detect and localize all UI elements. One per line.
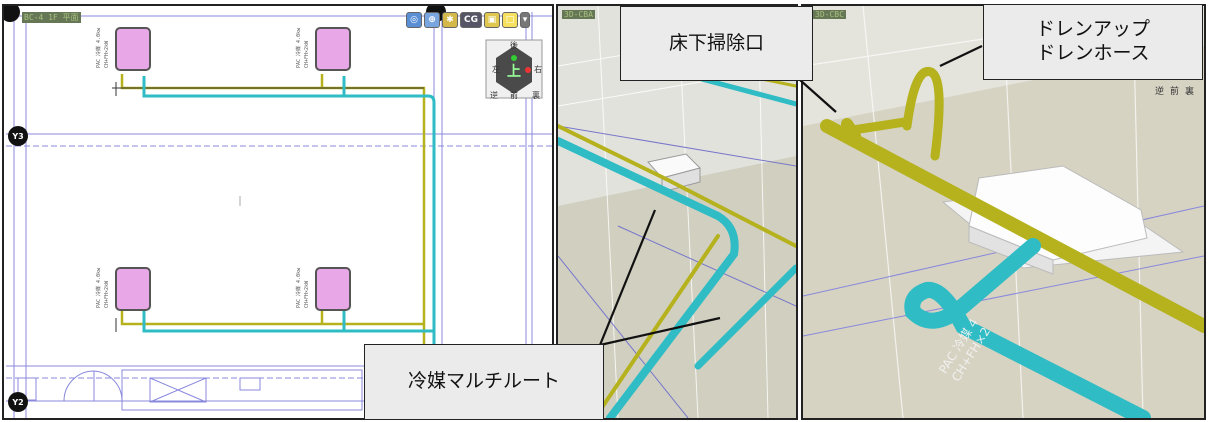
svg-text:CH+FH×2kW: CH+FH×2kW [304, 40, 310, 68]
right-view-tag: 3D-CBC [813, 10, 846, 19]
svg-text:左: 左 [492, 64, 500, 74]
svg-text:CH+FH×2kW: CH+FH×2kW [104, 280, 110, 308]
callout-floor-cleanout: 床下掃除口 [620, 6, 813, 81]
nav-front[interactable]: 前 [1170, 87, 1180, 97]
right-nav-labels: 逆 前 裏 [1155, 84, 1194, 97]
svg-text:上: 上 [507, 64, 521, 80]
callout-drain-up: ドレンアップ ドレンホース [983, 4, 1203, 80]
grid-label-y3: Y3 [8, 126, 28, 146]
plan-view-panel[interactable]: PAC 冷媒 4.0kw CH+FH×2kW PAC 冷媒 4.0kw CH+F… [2, 4, 554, 420]
svg-text:PAC 冷媒 4.0kw: PAC 冷媒 4.0kw [295, 27, 302, 68]
plan-view-tag: BC-4 1F 平面 [22, 12, 81, 23]
svg-text:PAC 冷媒 4.0kw: PAC 冷媒 4.0kw [95, 27, 102, 68]
select-icon[interactable]: □ [502, 12, 518, 28]
svg-text:CH+FH×2kW: CH+FH×2kW [304, 280, 310, 308]
zoom-icon[interactable]: ⊕ [424, 12, 440, 28]
svg-text:右: 右 [534, 64, 542, 74]
grid-marker-corner [4, 6, 20, 22]
gear-icon[interactable]: ✱ [442, 12, 458, 28]
svg-text:前: 前 [510, 90, 518, 100]
nav-back[interactable]: 裏 [1185, 87, 1195, 97]
svg-text:逆: 逆 [490, 90, 498, 100]
svg-text:PAC 冷媒 4.0kw: PAC 冷媒 4.0kw [95, 267, 102, 308]
right-3d-canvas [803, 6, 1204, 418]
nav-reverse[interactable]: 逆 [1155, 87, 1165, 97]
cg-button[interactable]: CG [460, 12, 482, 28]
layer-icon[interactable]: ▣ [484, 12, 500, 28]
svg-text:CH+FH×2kW: CH+FH×2kW [104, 40, 110, 68]
svg-text:裏: 裏 [532, 90, 540, 100]
callout-refrigerant-route: 冷媒マルチルート [364, 344, 604, 420]
svg-text:後: 後 [510, 40, 518, 50]
svg-text:PAC 冷媒 4.0kw: PAC 冷媒 4.0kw [295, 267, 302, 308]
grid-label-y2: Y2 [8, 392, 28, 412]
plan-toolbar: ◎ ⊕ ✱ CG ▣ □ ▾ [406, 12, 530, 28]
mid-view-tag: 3D-CBA [562, 10, 595, 19]
chevron-down-icon[interactable]: ▾ [520, 12, 530, 28]
globe-icon[interactable]: ◎ [406, 12, 422, 28]
nav-cube: 上 左 右 後 逆 前 裏 [485, 39, 543, 100]
